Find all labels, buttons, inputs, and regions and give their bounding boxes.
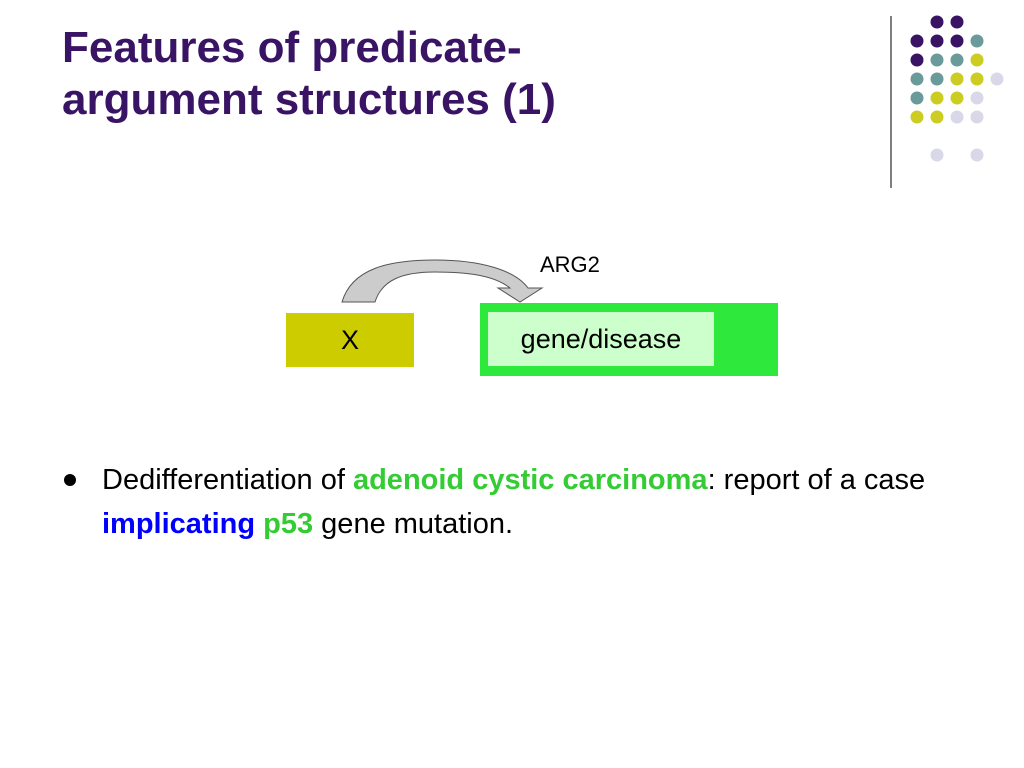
decorative-dot — [930, 53, 944, 67]
argument-box-label: gene/disease — [520, 323, 682, 354]
decorative-dot — [910, 34, 924, 48]
bullet-part — [255, 508, 263, 540]
decorative-dot — [950, 53, 964, 67]
argument-inner-box: gene/disease — [488, 312, 714, 366]
decorative-dot — [910, 91, 924, 105]
decorative-dot — [910, 110, 924, 124]
bullet-part: gene mutation. — [313, 508, 514, 540]
decorative-dot — [970, 53, 984, 67]
decorative-dot — [950, 110, 964, 124]
decorative-dot — [990, 72, 1004, 86]
decorative-divider — [890, 16, 892, 188]
decorative-dot — [910, 53, 924, 67]
decorative-dot — [930, 148, 944, 162]
predicate-box-x: X — [286, 313, 414, 367]
decorative-dot — [930, 110, 944, 124]
slide-title: Features of predicate- argument structur… — [62, 22, 842, 126]
decorative-dot — [910, 72, 924, 86]
bullet-part-highlight: p53 — [263, 508, 314, 540]
arrow-label: ARG2 — [540, 252, 600, 277]
decorative-dot — [950, 91, 964, 105]
decorative-dot — [970, 34, 984, 48]
decorative-dot — [930, 91, 944, 105]
bullet-part: : report of a case — [707, 464, 926, 496]
decorative-dot — [970, 110, 984, 124]
bullet-part-highlight: implicating — [102, 508, 256, 540]
curved-arrow-icon — [341, 259, 544, 303]
argument-box: gene/disease — [480, 303, 778, 376]
slide-title-line-2: argument structures (1) — [62, 75, 556, 124]
slide-title-line-1: Features of predicate- — [62, 23, 522, 72]
bullet-dot-icon — [64, 474, 76, 486]
decorative-dot — [970, 148, 984, 162]
predicate-box-label: X — [340, 324, 359, 355]
decorative-dot — [970, 72, 984, 86]
decorative-dot — [930, 15, 944, 29]
decorative-dot — [950, 34, 964, 48]
decorative-dot — [930, 72, 944, 86]
bullet-text: Dedifferentiation of adenoid cystic carc… — [102, 458, 942, 546]
bullet-part-highlight: adenoid cystic carcinoma — [352, 464, 708, 496]
decorative-dot — [970, 91, 984, 105]
bullet-part: Dedifferentiation of — [102, 464, 353, 496]
decorative-dot — [950, 15, 964, 29]
decorative-dot — [930, 34, 944, 48]
decorative-dot — [950, 72, 964, 86]
